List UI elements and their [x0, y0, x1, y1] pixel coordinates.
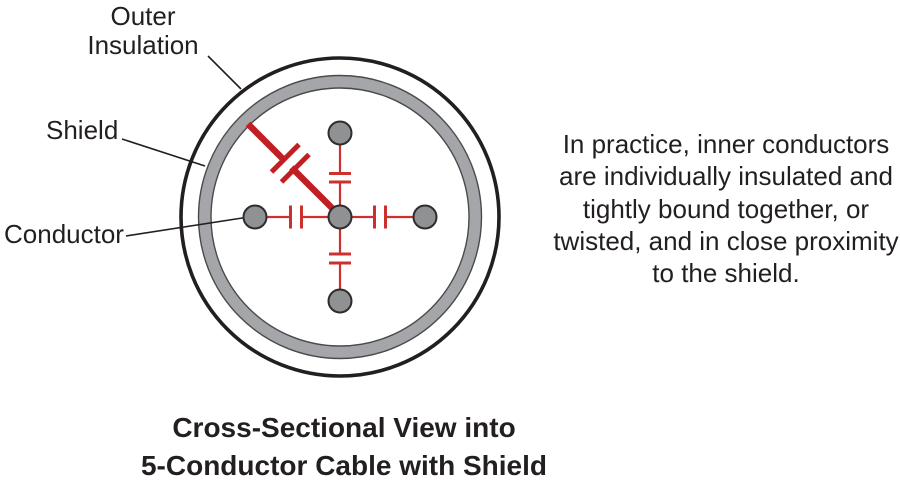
conductor-label: Conductor — [4, 219, 124, 249]
practice-note-line: twisted, and in close proximity — [553, 225, 899, 256]
conductor-center — [327, 204, 353, 230]
practice-note: In practice, inner conductors are indivi… — [540, 128, 900, 289]
conductor-bottom — [327, 288, 353, 314]
outer-insulation-label-line2: Insulation — [87, 30, 199, 60]
practice-note-line: are individually insulated and — [559, 161, 893, 192]
conductor-right — [412, 204, 438, 230]
shield-leader-line — [121, 138, 206, 167]
outer-insulation-leader-line — [207, 55, 242, 90]
leader-lines — [121, 55, 253, 237]
figure-caption: Cross-Sectional View into 5-Conductor Ca… — [44, 409, 644, 485]
capacitor-plate — [279, 152, 311, 184]
outer-insulation-label: Outer Insulation — [43, 2, 243, 60]
shield-label: Shield — [46, 115, 119, 145]
practice-note-line: tightly bound together, or — [582, 193, 870, 224]
conductors — [242, 120, 438, 314]
conductor-left — [242, 204, 268, 230]
conductor-top — [327, 120, 353, 146]
conductor-leader-line — [125, 215, 253, 237]
figure-caption-line2: 5-Conductor Cable with Shield — [140, 450, 547, 481]
capacitor-plate — [269, 142, 301, 174]
practice-note-line: In practice, inner conductors — [562, 129, 890, 159]
outer-insulation-label-line1: Outer — [110, 1, 176, 31]
practice-note-line: to the shield. — [652, 258, 800, 289]
figure-caption-line1: Cross-Sectional View into — [172, 412, 516, 443]
